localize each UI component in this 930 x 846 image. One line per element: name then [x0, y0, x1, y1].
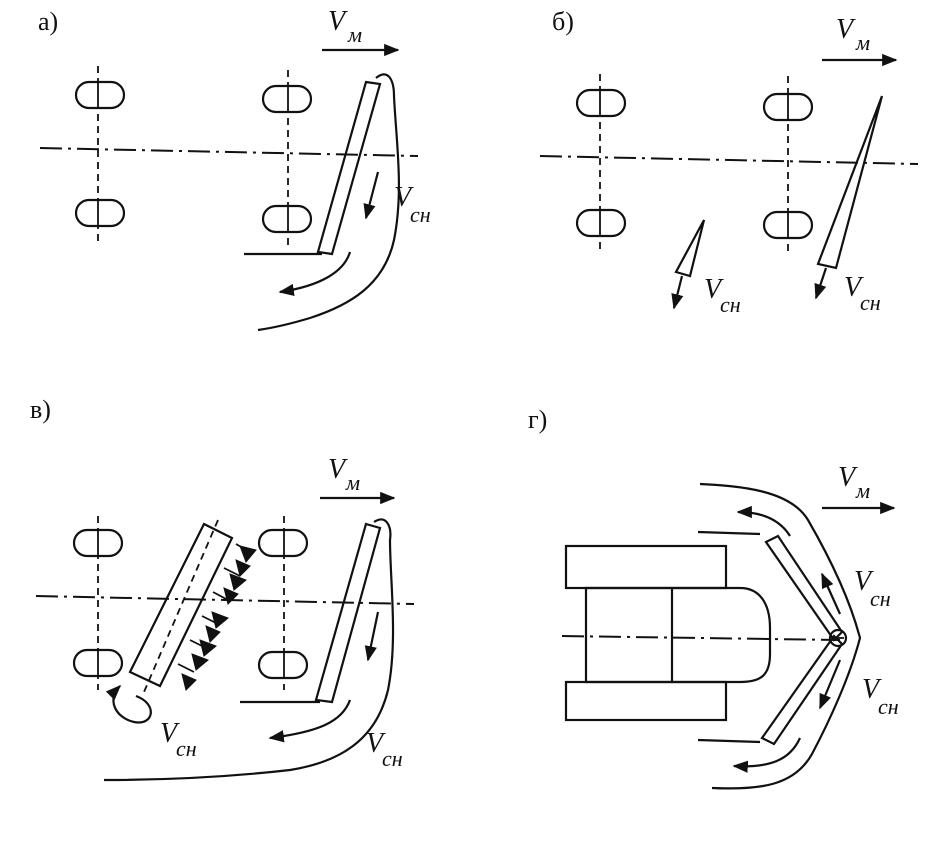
- panel-a-wheel: [261, 204, 313, 234]
- panel-a-snow-arrow-left: [278, 251, 352, 297]
- panel-v-brush-tooth: [181, 673, 197, 691]
- panel-g-track-bottom: [564, 680, 728, 722]
- panel-v-brush-tooth: [199, 639, 217, 657]
- panel-g-edge-line: [697, 530, 761, 536]
- panel-a: а) V м V сн: [38, 6, 431, 332]
- panel-g-pivot: [828, 628, 848, 648]
- panel-b-centerline: [539, 155, 919, 165]
- panel-a-wheel: [74, 198, 126, 228]
- panel-b-small-wedge: [674, 219, 706, 278]
- panel-v-vsn1-sub: сн: [176, 736, 197, 761]
- panel-v-vm-v: V: [328, 454, 348, 485]
- panel-v-label: в): [30, 395, 51, 424]
- panel-v-swirl-arrow: [105, 684, 152, 724]
- panel-b-arrow-small: [671, 275, 684, 310]
- panel-a-centerline: [39, 147, 419, 157]
- panel-v-wheel: [257, 650, 309, 680]
- panel-b-vsn2-sub: сн: [860, 290, 881, 315]
- panel-g-track-top: [564, 544, 728, 590]
- panel-g-flow-up: [820, 572, 842, 615]
- panel-g-centerline: [561, 635, 841, 641]
- panel-a-wheel: [261, 84, 313, 114]
- panel-g-snow-outline: [699, 482, 862, 790]
- panel-g-vm-sub: м: [855, 478, 870, 503]
- panel-g-flow-bottom: [732, 737, 802, 773]
- panel-a-snow-outline: [257, 73, 401, 332]
- panel-a-vm-v: V: [328, 6, 348, 37]
- panel-a-label: а): [38, 7, 58, 36]
- panel-v-vsn1-v: V: [160, 718, 180, 749]
- panel-a-wheel: [74, 80, 126, 110]
- panel-g-label: г): [528, 405, 547, 434]
- panel-b-vsn1-sub: сн: [720, 292, 741, 317]
- panel-g-vsn2-sub: сн: [878, 694, 899, 719]
- panel-b-arrow-main: [814, 267, 828, 300]
- panel-b-vsn2-v: V: [844, 272, 864, 303]
- panel-g-vsn2-v: V: [862, 674, 882, 705]
- panel-v-snow-arrow-left: [268, 699, 352, 743]
- panel-b-label: б): [552, 7, 574, 36]
- panel-g: г) V м V сн V сн: [528, 405, 899, 790]
- panel-v-brush-tooth: [191, 653, 209, 671]
- panel-g-vehicle: [564, 544, 772, 722]
- panel-v: в): [30, 395, 415, 782]
- panel-v-plow-blade: [314, 522, 382, 704]
- panel-b-wheel: [575, 208, 627, 238]
- panel-b-vm-sub: м: [855, 30, 870, 55]
- panel-v-snow-arrow-down: [364, 611, 380, 662]
- panel-g-blade-upper: [764, 534, 844, 642]
- panel-v-wheel: [257, 528, 309, 558]
- panel-g-vm-v: V: [838, 462, 858, 493]
- panel-v-snow-outline: [103, 518, 395, 782]
- panel-v-vsn2-v: V: [366, 728, 386, 759]
- panel-v-brush-tooth: [235, 559, 251, 577]
- panel-g-blade-lower: [760, 634, 844, 746]
- panel-b-vsn1-v: V: [704, 274, 724, 305]
- panel-b-main-wedge: [816, 95, 884, 270]
- panel-v-brush-tooth: [223, 587, 239, 605]
- panel-v-rotary-brush: [128, 519, 257, 693]
- panel-a-vm-sub: м: [347, 22, 362, 47]
- panel-a-plow-blade: [316, 80, 382, 256]
- panel-g-edge-line: [697, 738, 761, 744]
- panel-b-wheel: [575, 88, 627, 118]
- panel-a-vsn-sub: сн: [410, 202, 431, 227]
- panel-g-vsn1-v: V: [854, 566, 874, 597]
- panel-v-vm-sub: м: [345, 470, 360, 495]
- panel-a-snow-arrow-down: [363, 171, 380, 220]
- panel-v-brush-tooth: [229, 573, 247, 591]
- panel-v-brush-tooth: [205, 625, 221, 643]
- panel-g-vsn1-sub: сн: [870, 586, 891, 611]
- panel-v-vsn2-sub: сн: [382, 746, 403, 771]
- panel-a-vsn-v: V: [394, 182, 414, 213]
- panel-b-vm-v: V: [836, 14, 856, 45]
- panel-v-brush-tooth: [211, 611, 229, 629]
- panel-g-flow-top: [736, 505, 791, 537]
- panel-b: б) V м V сн V сн: [539, 7, 919, 317]
- panel-g-flow-down: [818, 659, 842, 710]
- panel-v-centerline: [35, 595, 415, 605]
- panel-g-body: [584, 586, 772, 684]
- panel-v-brush-tooth: [239, 545, 257, 563]
